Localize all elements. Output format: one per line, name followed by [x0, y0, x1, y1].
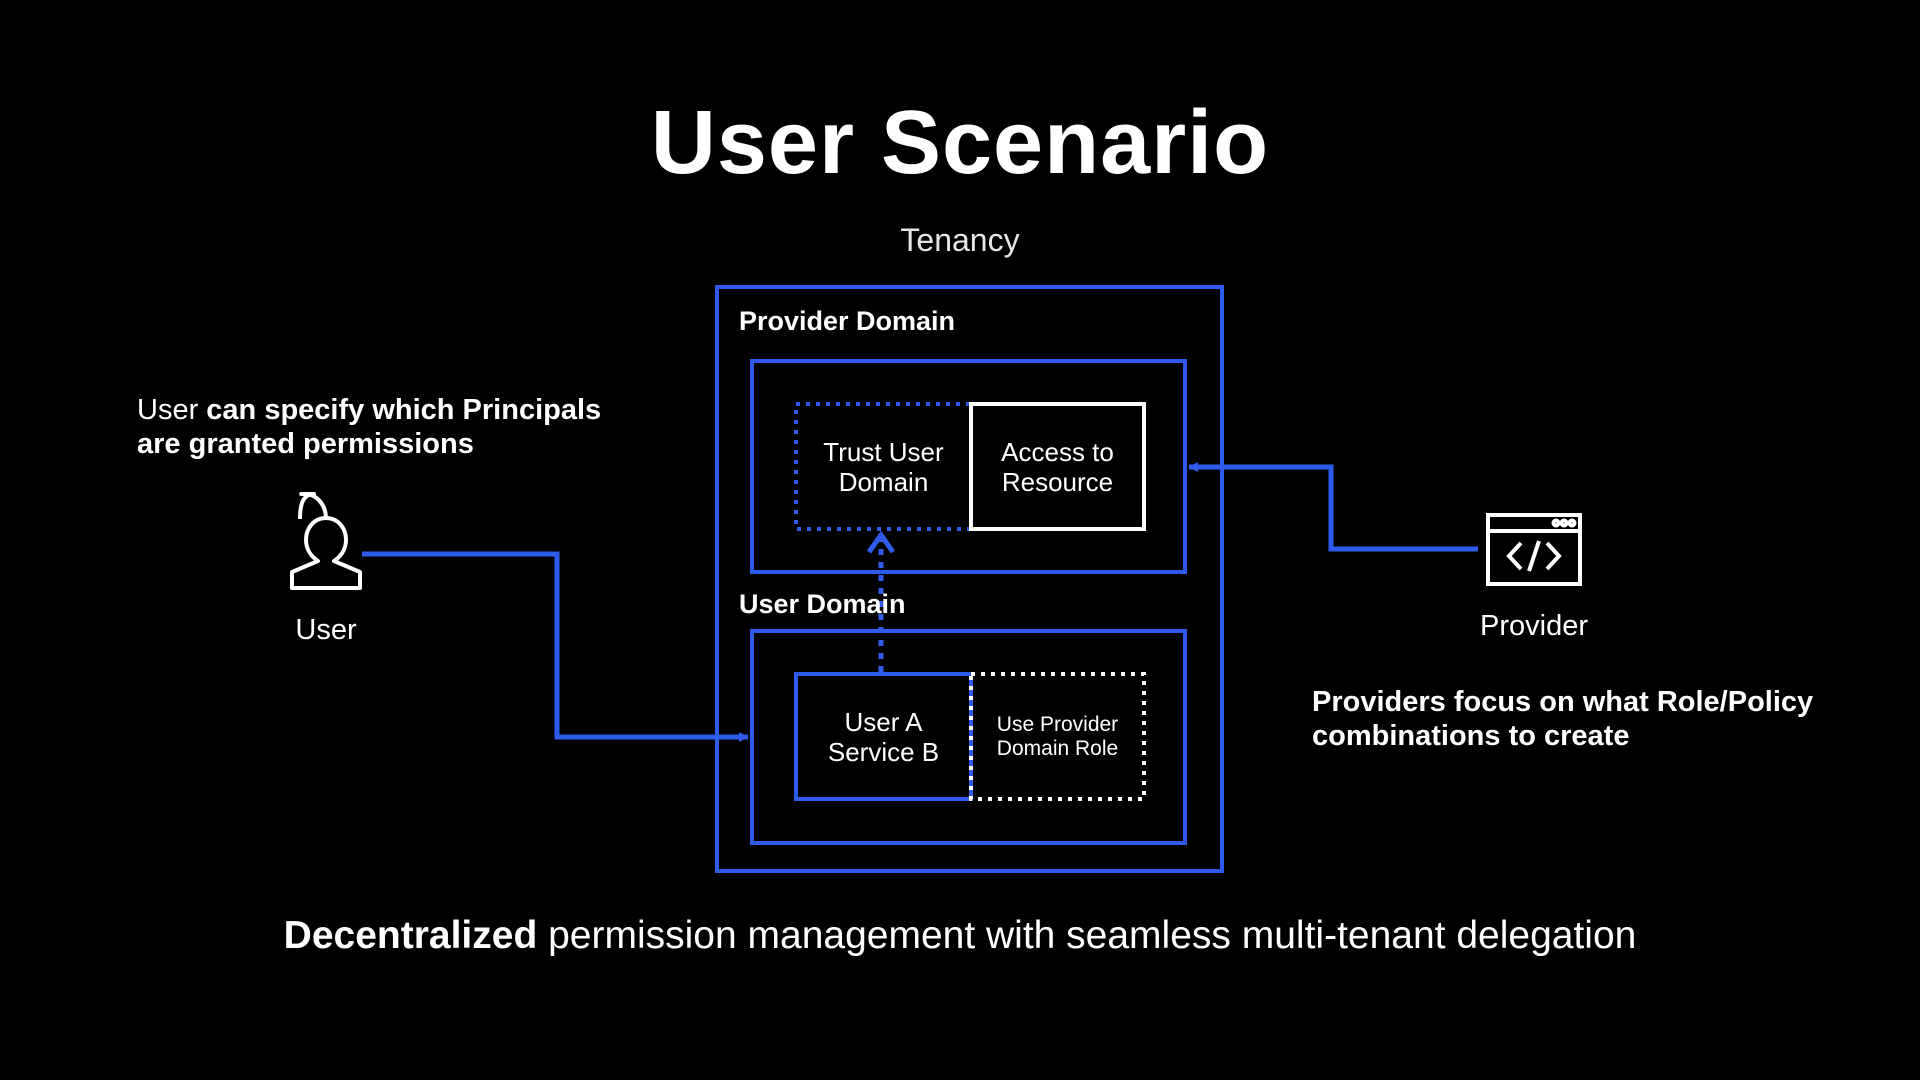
provider-note-line2: combinations to create — [1312, 720, 1630, 752]
user-service-text: User A Service B — [827, 706, 940, 767]
user-note: User can specify which Principals are gr… — [137, 393, 697, 461]
footer-bold: Decentralized — [283, 914, 538, 957]
user-label: User — [295, 614, 357, 646]
code-window-icon — [1486, 513, 1582, 586]
user-domain-label: User Domain — [739, 589, 906, 619]
use-provider-role-box — [969, 672, 1146, 801]
use-provider-role-text: Use Provider Domain Role — [996, 712, 1119, 760]
tenancy-box — [715, 285, 1224, 873]
access-to-resource-box — [969, 402, 1146, 531]
footer-tagline: Decentralized permission management with… — [0, 914, 1920, 958]
provider-domain-box — [750, 359, 1187, 574]
provider-label: Provider — [1480, 610, 1588, 642]
access-to-resource-text: Access to Resource — [1001, 436, 1114, 497]
user-connector — [362, 551, 749, 742]
provider-note-line1: Providers focus on what Role/Policy — [1312, 686, 1814, 718]
provider-connector — [1188, 462, 1478, 552]
user-icon — [290, 492, 362, 590]
trust-arrow-head — [866, 530, 896, 554]
provider-domain-label: Provider Domain — [739, 306, 956, 336]
user-note-prefix: User — [137, 394, 199, 426]
user-note-line2: are granted permissions — [137, 428, 474, 460]
user-domain-box — [750, 629, 1187, 845]
page-title: User Scenario — [650, 93, 1270, 193]
footer-rest: permission management with seamless mult… — [537, 914, 1637, 957]
trust-user-domain-text: Trust User Domain — [823, 436, 944, 497]
user-note-rest: can specify which Principals — [198, 394, 602, 426]
provider-note: Providers focus on what Role/Policy comb… — [1312, 685, 1892, 753]
tenancy-label: Tenancy — [900, 222, 1020, 258]
